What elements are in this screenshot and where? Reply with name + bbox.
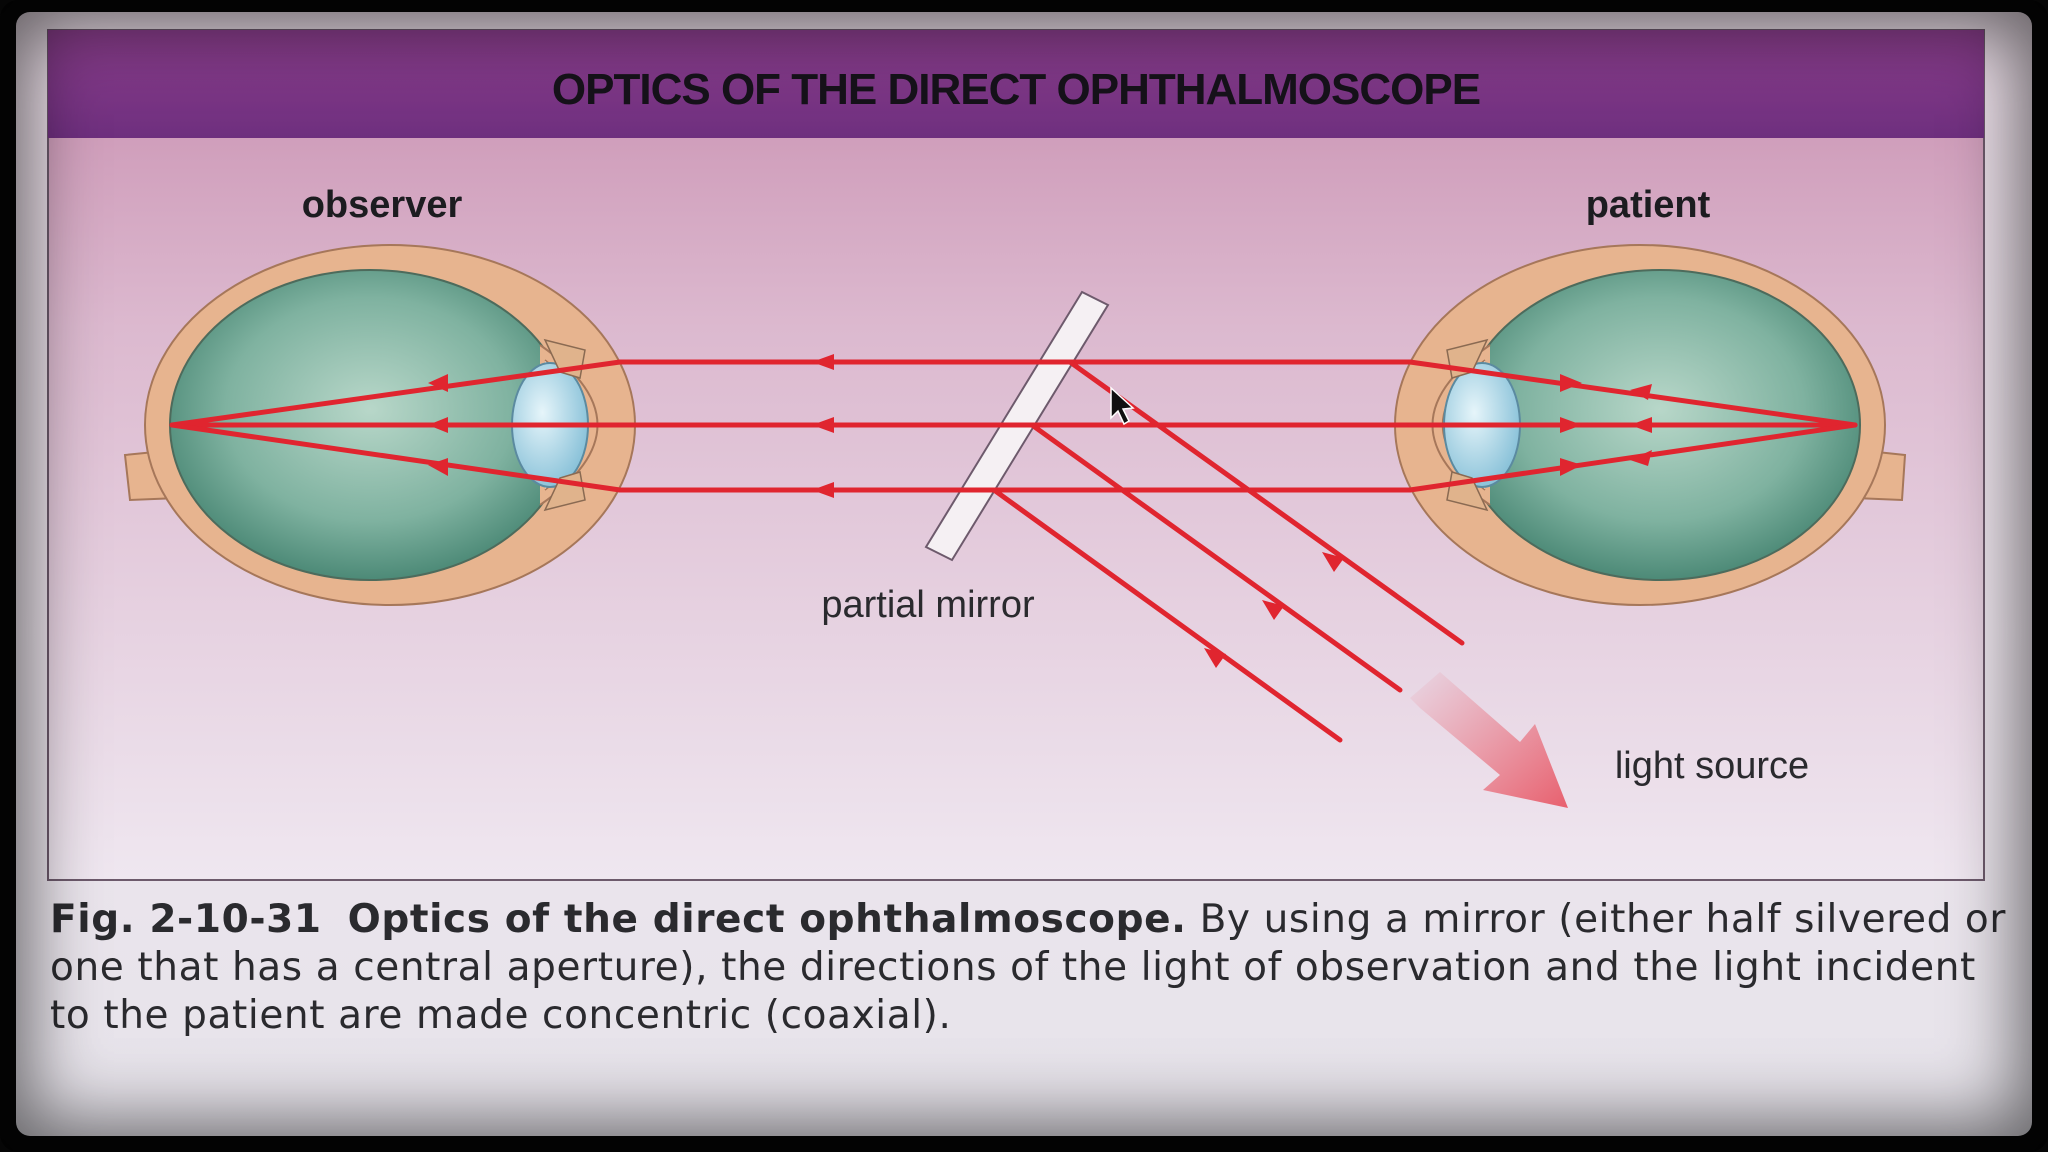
arrowhead xyxy=(1630,450,1652,466)
caption-title: Optics of the direct ophthalmoscope. xyxy=(347,897,1187,942)
arrowhead xyxy=(1560,458,1582,476)
light-source-label: light source xyxy=(1615,745,1809,787)
arrowhead xyxy=(1630,384,1652,400)
diagram-title: OPTICS OF THE DIRECT OPHTHALMOSCOPE xyxy=(552,65,1480,114)
arrowhead xyxy=(1630,417,1652,433)
figure-caption: Fig. 2-10-31 Optics of the direct ophtha… xyxy=(50,896,2010,1040)
arrowhead xyxy=(812,417,834,433)
ray-arrowheads xyxy=(428,354,1652,668)
arrowhead xyxy=(1322,552,1344,572)
light-rays xyxy=(169,359,1858,743)
arrowhead xyxy=(428,417,448,433)
patient-label: patient xyxy=(1586,184,1711,226)
arrowhead xyxy=(812,354,834,370)
arrowhead xyxy=(428,374,448,392)
partial-mirror-label: partial mirror xyxy=(821,584,1035,626)
observer-label: observer xyxy=(302,184,463,226)
light-source-arrow-icon xyxy=(1410,672,1568,808)
arrowhead xyxy=(1262,600,1284,620)
arrowhead xyxy=(1560,417,1582,433)
arrowhead xyxy=(1204,648,1226,668)
caption-body: By using a mirror (either half silvered … xyxy=(50,897,2007,1038)
arrowhead xyxy=(428,458,448,476)
caption-figure-number: Fig. 2-10-31 xyxy=(50,897,322,942)
arrowhead xyxy=(1560,374,1582,392)
mouse-cursor-icon xyxy=(1110,386,1135,426)
title-banner xyxy=(48,30,1984,138)
arrowhead xyxy=(812,482,834,498)
